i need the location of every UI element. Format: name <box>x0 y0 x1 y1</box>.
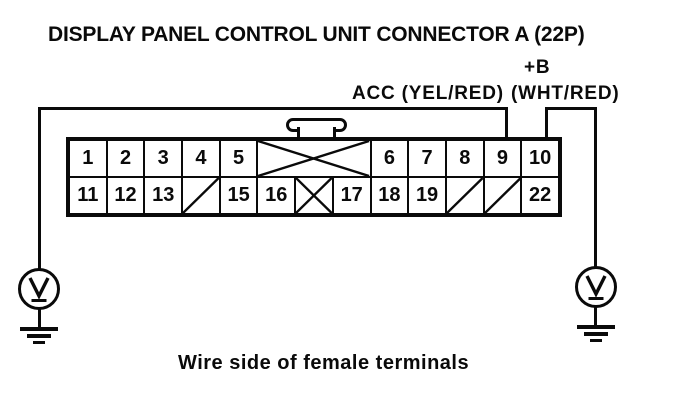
pin-cell-10: 10 <box>522 141 558 176</box>
pin-cell-4: 4 <box>183 141 219 176</box>
pin-cell-11: 11 <box>70 178 106 213</box>
pin-cell-18: 18 <box>371 178 408 213</box>
pin-cell-22: 22 <box>522 178 558 213</box>
blocked-cell-slash <box>446 178 483 213</box>
blocked-cell-x <box>258 141 370 176</box>
pin-cell-1: 1 <box>70 141 106 176</box>
blocked-cell-slash <box>484 178 521 213</box>
pin-cell-5: 5 <box>220 141 257 176</box>
plus-b-wire-stem-pin10 <box>545 107 548 140</box>
pin-cell-17: 17 <box>333 178 370 213</box>
plus-b-wire-horizontal <box>545 107 597 110</box>
plus-b-wire-label: +B <box>524 57 551 78</box>
pin-cell-7: 7 <box>409 141 445 176</box>
pin-cell-16: 16 <box>258 178 295 213</box>
pin-cell-13: 13 <box>145 178 182 213</box>
pin-cell-19: 19 <box>409 178 445 213</box>
diagram-title: DISPLAY PANEL CONTROL UNIT CONNECTOR A (… <box>48 23 585 46</box>
pin-cell-6: 6 <box>371 141 408 176</box>
plus-b-wire-color-label: (WHT/RED) <box>511 83 620 104</box>
pin-cell-15: 15 <box>220 178 257 213</box>
x-mark-icon <box>296 178 332 213</box>
voltmeter-v-glyph <box>585 275 607 300</box>
acc-wire-vertical-left <box>38 107 41 269</box>
connector-latch-stem <box>297 127 336 140</box>
voltmeter-icon <box>575 266 617 308</box>
wire-side-caption: Wire side of female terminals <box>178 352 470 374</box>
acc-wire-label: ACC (YEL/RED) <box>352 83 504 104</box>
pin-cell-12: 12 <box>107 178 144 213</box>
blocked-cell-slash <box>183 178 219 213</box>
voltmeter-v-glyph <box>28 277 50 302</box>
slash-mark-icon <box>485 178 521 213</box>
blocked-cell-x <box>296 178 332 213</box>
x-mark-icon <box>258 141 369 176</box>
pin-cell-8: 8 <box>446 141 483 176</box>
acc-wire-drop-to-pin9 <box>505 107 508 140</box>
right-probe-ground-lead <box>594 306 597 326</box>
voltmeter-icon <box>18 268 60 310</box>
slash-mark-icon <box>447 178 483 213</box>
slash-mark-icon <box>183 178 219 213</box>
left-probe-ground-lead <box>38 308 41 328</box>
acc-wire-horizontal <box>38 107 508 110</box>
pin-cell-2: 2 <box>107 141 144 176</box>
plus-b-wire-vertical-right <box>594 107 597 267</box>
pin-cell-3: 3 <box>145 141 182 176</box>
pin-cell-9: 9 <box>484 141 521 176</box>
